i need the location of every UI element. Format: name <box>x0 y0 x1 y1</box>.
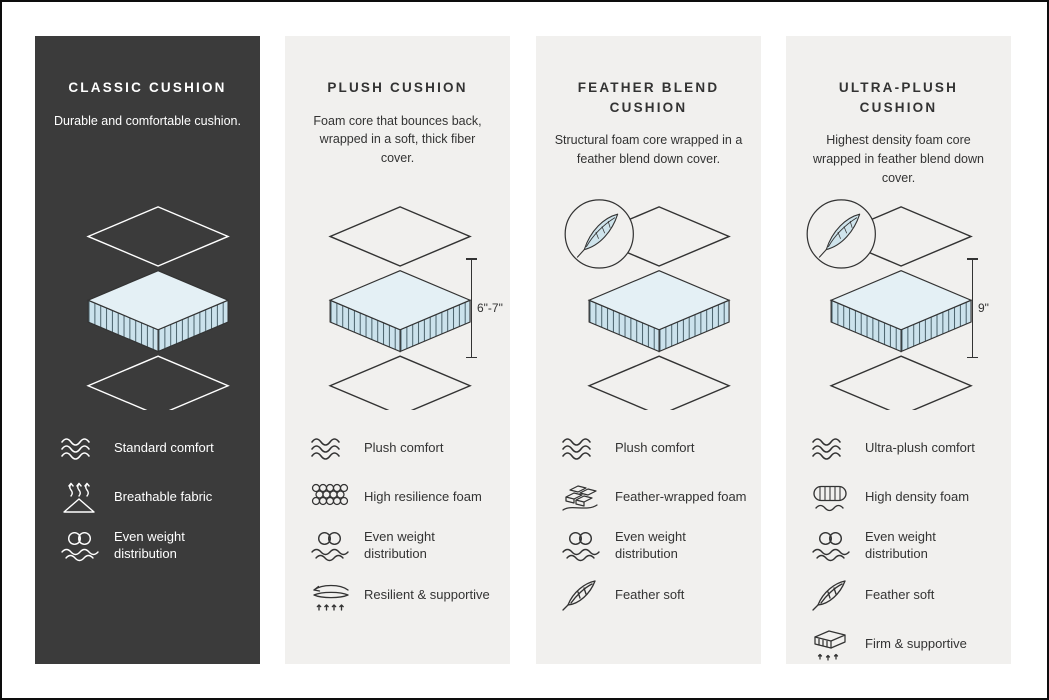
card-header: ULTRA-PLUSH CUSHION Highest density foam… <box>786 36 1011 188</box>
feature-list: Standard comfort Breathable fabric Even … <box>35 424 260 564</box>
feature-label: Plush comfort <box>615 439 695 455</box>
height-measure: 6"-7" <box>466 258 503 358</box>
card-header: CLASSIC CUSHION Durable and comfortable … <box>35 36 260 188</box>
feature-label: Feather-wrapped foam <box>615 488 747 504</box>
breathable-icon <box>57 480 101 514</box>
feature-label: Feather soft <box>865 586 935 602</box>
card-header: PLUSH CUSHION Foam core that bounces bac… <box>285 36 510 188</box>
feature-label: Resilient & supportive <box>364 586 490 602</box>
card-title: ULTRA-PLUSH CUSHION <box>838 80 959 115</box>
feature-label: Even weight distribution <box>615 529 686 561</box>
feather-wrapped-foam-icon <box>558 480 602 514</box>
feature-item: Standard comfort <box>57 430 260 466</box>
feature-item: Ultra-plush comfort <box>808 430 1011 466</box>
even-weight-icon <box>57 529 101 563</box>
feather-badge-icon <box>806 199 876 269</box>
feature-label: Even weight distribution <box>364 529 435 561</box>
feature-label: Firm & supportive <box>865 635 967 651</box>
even-weight-icon <box>808 529 852 563</box>
card-description: Structural foam core wrapped in a feathe… <box>554 133 743 166</box>
feather-badge-icon <box>564 199 634 269</box>
card-description: Highest density foam core wrapped in fea… <box>813 133 984 185</box>
card-title: FEATHER BLEND CUSHION <box>577 80 720 115</box>
card-ultra-plush-cushion: ULTRA-PLUSH CUSHION Highest density foam… <box>786 36 1011 664</box>
feature-item: Even weight distribution <box>808 528 1011 564</box>
feature-item: Plush comfort <box>307 430 510 466</box>
cushion-diagram <box>35 192 260 424</box>
feature-list: Plush comfort High resilience foam Even … <box>285 424 510 613</box>
firm-supportive-icon <box>808 627 852 661</box>
feature-list: Plush comfort Feather-wrapped foam Even … <box>536 424 761 613</box>
feature-item: Even weight distribution <box>307 528 510 564</box>
feature-label: Feather soft <box>615 586 685 602</box>
cushion-layers-illustration <box>806 199 984 410</box>
high-density-foam-icon <box>808 480 852 514</box>
cushion-layers-illustration <box>564 199 742 410</box>
height-measure-label: 9" <box>978 301 989 315</box>
cushion-layers-illustration <box>297 192 483 410</box>
foam-bubbles-icon <box>307 480 351 514</box>
feature-item: Plush comfort <box>558 430 761 466</box>
feature-label: Standard comfort <box>114 439 214 455</box>
feature-item: High resilience foam <box>307 479 510 515</box>
card-description: Foam core that bounces back, wrapped in … <box>313 113 482 166</box>
feature-item: High density foam <box>808 479 1011 515</box>
feature-item: Even weight distribution <box>57 528 260 564</box>
waves-icon <box>57 431 101 465</box>
waves-icon <box>808 431 852 465</box>
resilient-icon <box>307 578 351 612</box>
feature-item: Firm & supportive <box>808 626 1011 662</box>
feature-label: Even weight distribution <box>865 529 936 561</box>
even-weight-icon <box>558 529 602 563</box>
height-measure: 9" <box>967 258 989 358</box>
card-description: Durable and comfortable cushion. <box>54 113 241 128</box>
feature-item: Feather soft <box>808 577 1011 613</box>
cushion-diagram: 9" <box>786 192 1011 424</box>
feature-label: Even weight distribution <box>114 529 185 561</box>
waves-icon <box>307 431 351 465</box>
feature-item: Breathable fabric <box>57 479 260 515</box>
card-classic-cushion: CLASSIC CUSHION Durable and comfortable … <box>35 36 260 664</box>
feather-icon <box>558 578 602 612</box>
feature-label: High density foam <box>865 488 970 504</box>
card-plush-cushion: PLUSH CUSHION Foam core that bounces bac… <box>285 36 510 664</box>
feature-label: Ultra-plush comfort <box>865 439 975 455</box>
feature-list: Ultra-plush comfort High density foam Ev… <box>786 424 1011 662</box>
feature-item: Feather soft <box>558 577 761 613</box>
cushion-diagram: 6"-7" <box>285 192 510 424</box>
cushion-layers-illustration <box>55 192 241 410</box>
feature-item: Resilient & supportive <box>307 577 510 613</box>
feature-label: Breathable fabric <box>114 488 213 504</box>
waves-icon <box>558 431 602 465</box>
feature-label: Plush comfort <box>364 439 444 455</box>
feature-label: High resilience foam <box>364 488 482 504</box>
feature-item: Even weight distribution <box>558 528 761 564</box>
height-measure-label: 6"-7" <box>477 301 503 315</box>
card-header: FEATHER BLEND CUSHION Structural foam co… <box>536 36 761 188</box>
feather-icon <box>808 578 852 612</box>
card-title: CLASSIC CUSHION <box>68 80 227 95</box>
even-weight-icon <box>307 529 351 563</box>
card-title: PLUSH CUSHION <box>327 80 468 95</box>
card-feather-blend-cushion: FEATHER BLEND CUSHION Structural foam co… <box>536 36 761 664</box>
feature-item: Feather-wrapped foam <box>558 479 761 515</box>
cushion-diagram <box>536 192 761 424</box>
